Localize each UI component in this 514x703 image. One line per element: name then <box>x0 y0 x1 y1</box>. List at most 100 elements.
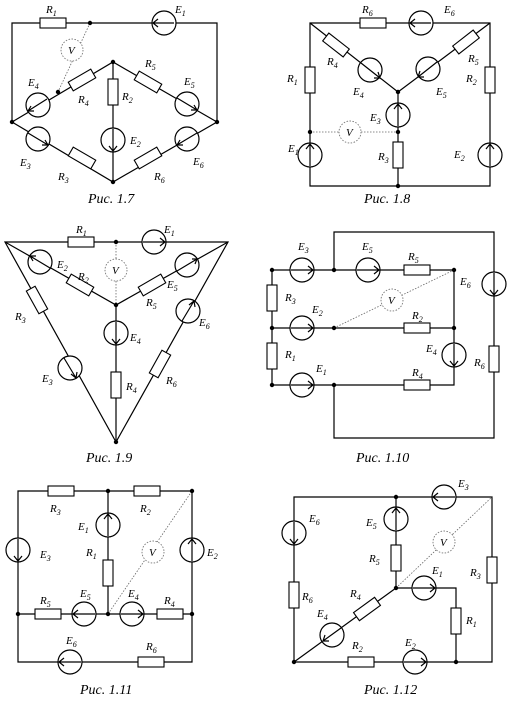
fig19-voltmeter <box>104 258 128 282</box>
fig110-resistor-r1 <box>266 342 278 370</box>
fig17-resistor-r3 <box>67 146 97 170</box>
svg-text:E6: E6 <box>198 317 210 331</box>
svg-text:E4: E4 <box>127 588 139 602</box>
svg-text:V: V <box>112 265 120 277</box>
svg-text:R6: R6 <box>361 4 373 18</box>
svg-text:R5: R5 <box>407 251 419 265</box>
fig112-resistor-r6 <box>288 581 300 609</box>
fig19-caption: Рис. 1.9 <box>85 451 132 466</box>
svg-text:R4: R4 <box>411 367 423 381</box>
fig17-resistor-r1 <box>39 17 67 29</box>
fig111-resistor-r4 <box>156 608 184 620</box>
svg-text:R6: R6 <box>473 357 485 371</box>
fig17-arrow-e6 <box>175 132 198 146</box>
svg-text:R4: R4 <box>163 595 175 609</box>
svg-text:R5: R5 <box>467 53 479 67</box>
svg-text:E4: E4 <box>352 86 364 100</box>
svg-text:R4: R4 <box>326 56 338 70</box>
fig112-resistor-r1 <box>450 607 462 635</box>
svg-text:R2: R2 <box>77 271 89 285</box>
svg-text:R3: R3 <box>284 292 296 306</box>
svg-text:E6: E6 <box>443 4 455 18</box>
fig19-resistor-r6 <box>148 349 172 379</box>
svg-text:R6: R6 <box>145 641 157 655</box>
fig18-resistor-r5 <box>451 29 481 55</box>
fig18-resistor-r2 <box>484 66 496 94</box>
svg-text:E1: E1 <box>315 363 327 377</box>
figure-1-10: V E3 E5 R5 E6 R3 E2 R2 R1 E4 E1 R4 R6 Ри… <box>266 231 507 466</box>
fig18-resistor-r3 <box>392 141 404 169</box>
fig111-voltmeter <box>141 540 165 564</box>
fig17-voltmeter <box>60 38 84 62</box>
svg-text:R2: R2 <box>351 640 363 654</box>
figure-1-7: V R1 E1 E4 R4 R2 R5 E5 E3 E2 E6 R3 R6 Ри… <box>9 4 220 207</box>
fig110-resistor-r3 <box>266 284 278 312</box>
svg-text:R6: R6 <box>301 591 313 605</box>
fig110-resistor-r4 <box>403 379 431 391</box>
svg-text:R1: R1 <box>75 224 87 238</box>
svg-text:E2: E2 <box>311 304 323 318</box>
fig19-resistor-r2 <box>65 273 95 297</box>
fig19-resistor-r5 <box>137 273 167 297</box>
fig17-resistor-r5 <box>133 70 163 94</box>
svg-text:R4: R4 <box>77 94 89 108</box>
svg-text:E6: E6 <box>308 513 320 527</box>
fig18-resistor-r6 <box>359 17 387 29</box>
svg-text:R3: R3 <box>14 311 26 325</box>
svg-text:E5: E5 <box>166 279 178 293</box>
fig17-arrow-e3 <box>27 132 50 146</box>
svg-text:E3: E3 <box>41 373 53 387</box>
svg-text:E2: E2 <box>56 259 68 273</box>
svg-text:E6: E6 <box>65 635 77 649</box>
fig17-arrow-e2 <box>108 129 118 152</box>
fig110-resistor-r5 <box>403 264 431 276</box>
fig111-resistor-r5 <box>34 608 62 620</box>
svg-text:V: V <box>346 127 354 139</box>
fig112-caption: Рис. 1.12 <box>363 683 417 698</box>
fig112-resistor-r3 <box>486 556 498 584</box>
fig19-resistor-r1 <box>67 236 95 248</box>
figure-1-12: V E3 E6 E5 E1 R5 R3 R6 R4 R1 E4 R2 E2 Ри… <box>281 478 498 698</box>
fig17-voltmeter-lead <box>57 22 91 93</box>
fig112-voltmeter <box>432 530 456 554</box>
fig17-outer-wire <box>11 22 218 183</box>
svg-text:R2: R2 <box>121 91 133 105</box>
svg-text:E3: E3 <box>19 157 31 171</box>
fig111-voltmeter-lead <box>107 490 193 615</box>
svg-text:R5: R5 <box>144 58 156 72</box>
svg-text:R3: R3 <box>57 171 69 185</box>
fig110-resistor-r6 <box>488 345 500 373</box>
svg-text:E2: E2 <box>206 547 218 561</box>
svg-text:R5: R5 <box>368 553 380 567</box>
svg-text:E2: E2 <box>129 135 141 149</box>
svg-text:E3: E3 <box>297 241 309 255</box>
svg-text:E1: E1 <box>77 521 89 535</box>
svg-text:E6: E6 <box>192 156 204 170</box>
svg-text:E5: E5 <box>435 86 447 100</box>
fig17-resistor-r2 <box>107 78 119 106</box>
svg-text:V: V <box>440 537 448 549</box>
fig110-resistor-r2 <box>403 322 431 334</box>
fig110-voltmeter <box>380 288 404 312</box>
figure-1-8: V R6 E6 R4 R5 R1 R2 E4 E5 E3 E1 R3 E2 Ри… <box>286 4 503 207</box>
figure-1-11: V R3 R2 E1 E3 R1 E2 R5 E5 E4 R4 E6 R6 Ри… <box>5 485 218 698</box>
svg-text:V: V <box>388 295 396 307</box>
svg-text:E1: E1 <box>287 143 299 157</box>
fig17-voltmeter-label: V <box>68 45 76 57</box>
fig112-resistor-r4 <box>352 596 382 622</box>
svg-text:R6: R6 <box>165 375 177 389</box>
figure-1-9: V R1 E1 E2 R2 E5 R5 R3 E6 E4 E3 R4 R6 Ри… <box>3 224 230 466</box>
svg-text:E6: E6 <box>459 276 471 290</box>
svg-text:R5: R5 <box>145 297 157 311</box>
svg-text:E2: E2 <box>453 149 465 163</box>
svg-text:R4: R4 <box>349 588 361 602</box>
svg-text:R1: R1 <box>45 4 57 18</box>
svg-text:E2: E2 <box>404 637 416 651</box>
fig112-resistor-r5 <box>390 544 402 572</box>
fig17-resistor-r4 <box>67 68 97 92</box>
fig18-voltmeter <box>338 120 362 144</box>
fig18-resistor-r1 <box>304 66 316 94</box>
svg-text:R1: R1 <box>465 615 477 629</box>
fig111-resistor-r6 <box>137 656 165 668</box>
